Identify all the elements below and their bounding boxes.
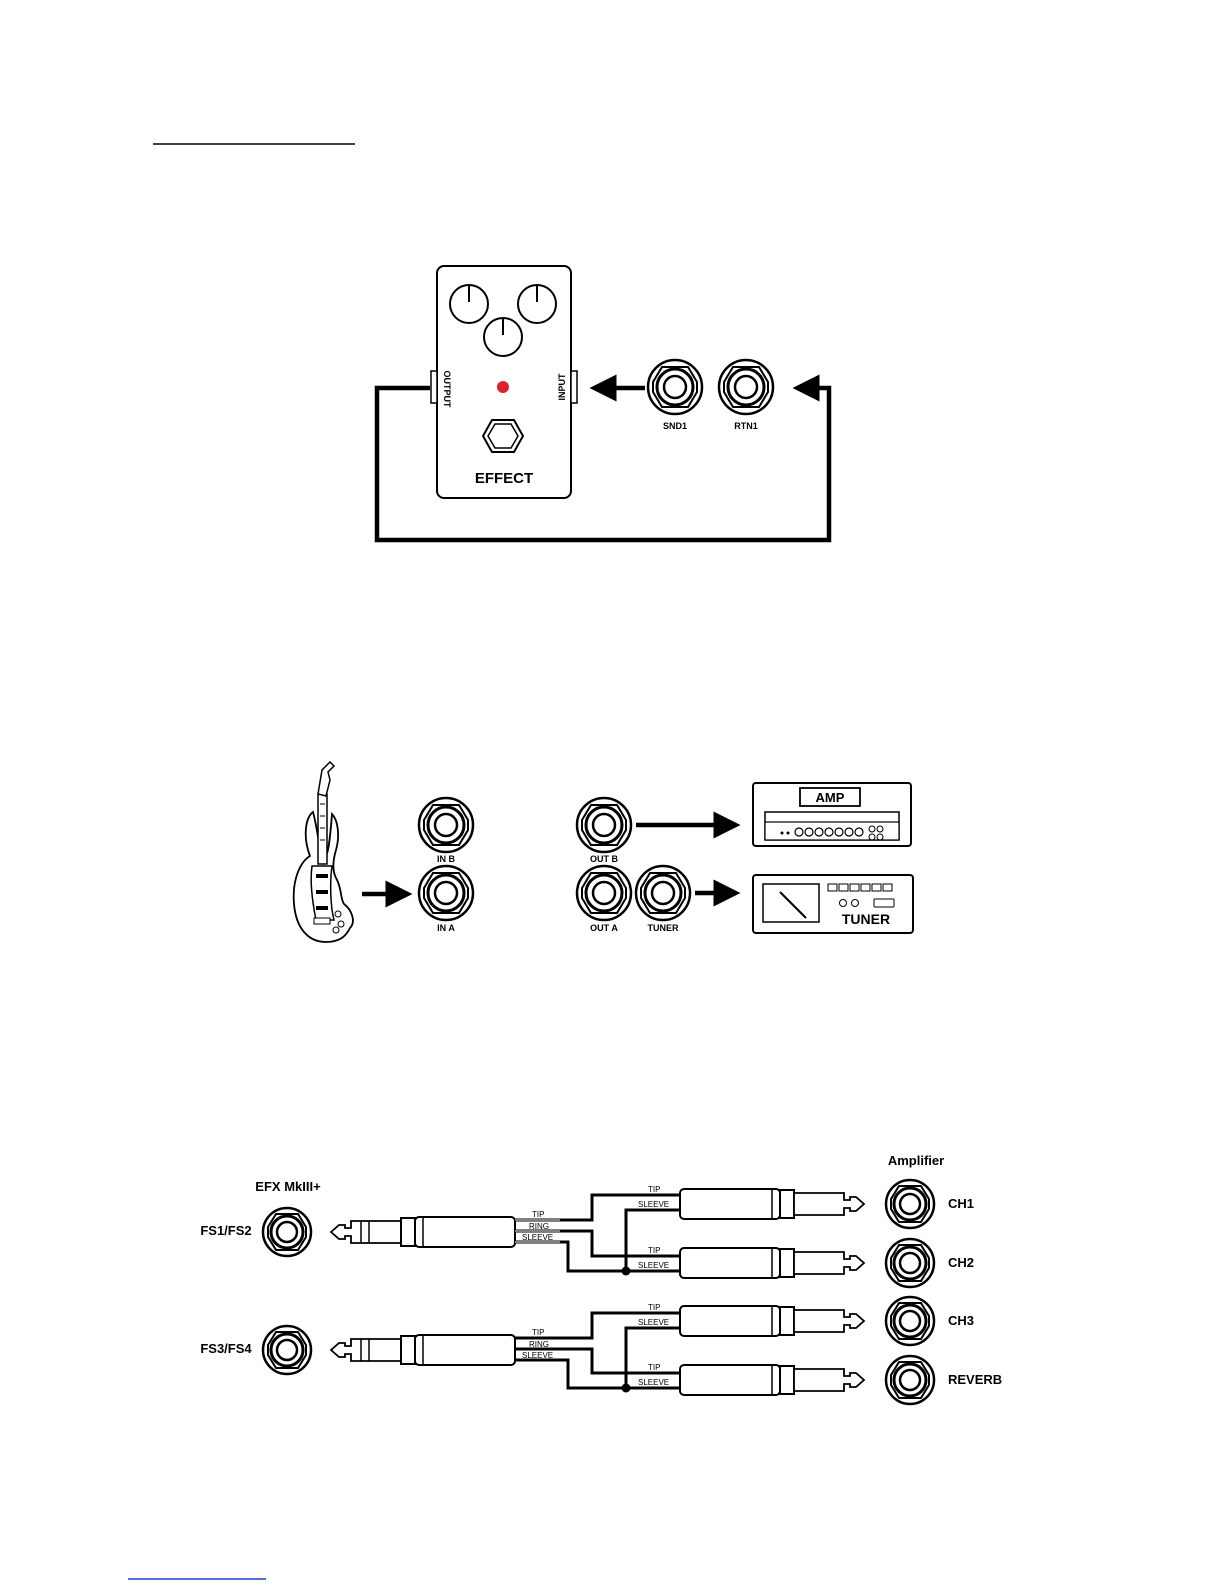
pedal-output-label: OUTPUT	[442, 371, 452, 409]
tip-label: TIP	[648, 1185, 660, 1194]
fs34-label: FS3/FS4	[200, 1341, 252, 1356]
pedal-footswitch	[483, 420, 523, 452]
device-label: EFX MkIII+	[255, 1179, 321, 1194]
sleeve-label: SLEEVE	[638, 1200, 669, 1209]
ts-plug	[680, 1248, 864, 1278]
ch2-label: CH2	[948, 1255, 974, 1270]
trs-plug	[331, 1217, 515, 1247]
ring-label: RING	[529, 1340, 549, 1349]
in-b-label: IN B	[437, 854, 456, 864]
reverb-jack	[886, 1356, 934, 1404]
pedal-knob	[450, 285, 488, 323]
sleeve-label: SLEEVE	[638, 1318, 669, 1327]
in-a-label: IN A	[437, 923, 455, 933]
ring-label: RING	[529, 1222, 549, 1231]
footswitch-wiring-diagram: EFX MkIII+ Amplifier FS1/FS2 FS3/FS4 TIP…	[200, 1153, 1002, 1404]
amp-label: AMP	[816, 790, 845, 805]
rtn1-jack	[719, 360, 773, 414]
ts-plug	[680, 1306, 864, 1336]
effect-pedal: EFFECT OUTPUT INPUT	[431, 266, 577, 498]
tuner-device-label: TUNER	[842, 911, 890, 927]
ch1-jack	[886, 1180, 934, 1228]
fs12-jack	[263, 1208, 311, 1256]
ch1-label: CH1	[948, 1196, 974, 1211]
pedal-knob	[518, 285, 556, 323]
sleeve-label: SLEEVE	[638, 1261, 669, 1270]
trs-plug	[331, 1335, 515, 1365]
pedal-input-label: INPUT	[557, 373, 567, 401]
fs12-label: FS1/FS2	[200, 1223, 251, 1238]
pedal-led	[497, 381, 509, 393]
snd1-jack	[648, 360, 702, 414]
rtn1-label: RTN1	[734, 421, 758, 431]
out-a-label: OUT A	[590, 923, 618, 933]
tip-label: TIP	[648, 1363, 660, 1372]
pedal-label: EFFECT	[475, 470, 533, 487]
sleeve-label: SLEEVE	[638, 1378, 669, 1387]
reverb-label: REVERB	[948, 1372, 1002, 1387]
tuner-jack	[636, 866, 690, 920]
fs34-jack	[263, 1326, 311, 1374]
effect-loop-diagram: EFFECT OUTPUT INPUT SND1 RTN1	[377, 266, 829, 540]
out-b-jack	[577, 798, 631, 852]
amp-icon: AMP	[753, 783, 911, 846]
out-a-jack	[577, 866, 631, 920]
in-a-jack	[419, 866, 473, 920]
in-b-jack	[419, 798, 473, 852]
tuner-jack-label: TUNER	[648, 923, 679, 933]
tip-label: TIP	[532, 1210, 544, 1219]
tip-label: TIP	[648, 1303, 660, 1312]
tip-label: TIP	[648, 1246, 660, 1255]
guitar-icon	[294, 762, 353, 942]
pedal-knob	[484, 318, 522, 356]
ch2-jack	[886, 1239, 934, 1287]
out-b-label: OUT B	[590, 854, 618, 864]
pedal-output-jack	[431, 371, 437, 403]
tuner-device-icon: TUNER	[753, 875, 913, 933]
ts-plug	[680, 1189, 864, 1219]
amplifier-label: Amplifier	[888, 1153, 944, 1168]
snd1-label: SND1	[663, 421, 687, 431]
ts-plug	[680, 1365, 864, 1395]
ch3-jack	[886, 1297, 934, 1345]
tip-label: TIP	[532, 1328, 544, 1337]
ch3-label: CH3	[948, 1313, 974, 1328]
sleeve-label: SLEEVE	[522, 1233, 553, 1242]
io-diagram: IN B IN A OUT B OUT A TUNER AMP	[294, 762, 913, 942]
sleeve-label: SLEEVE	[522, 1351, 553, 1360]
pedal-input-jack	[571, 371, 577, 403]
